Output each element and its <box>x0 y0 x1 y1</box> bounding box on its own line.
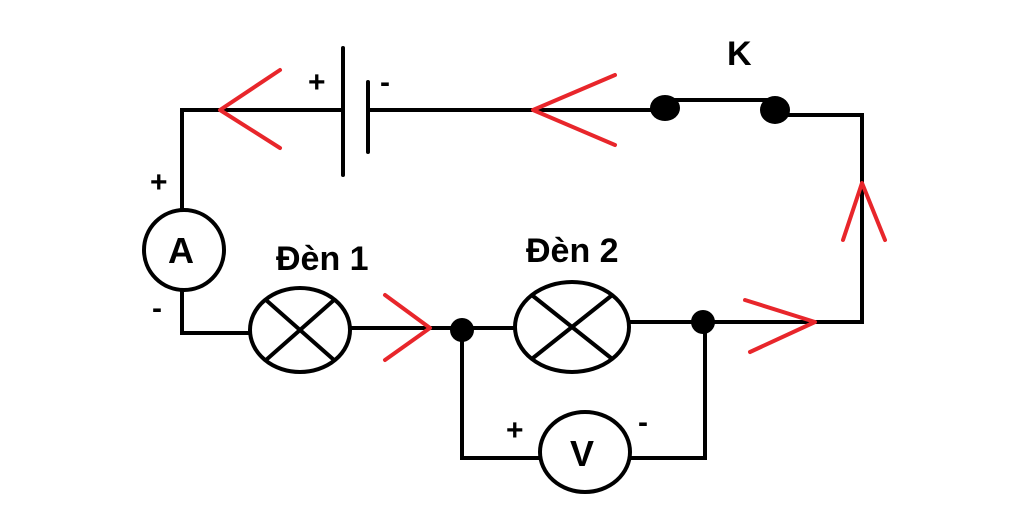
arrow-left-icon <box>218 68 282 150</box>
arrow-right-icon <box>383 293 432 362</box>
arrow-right-icon <box>743 298 817 354</box>
voltmeter-minus-label: - <box>638 406 648 439</box>
lamp-2: Đèn 2 <box>513 232 631 374</box>
arrow-left-icon <box>531 73 617 147</box>
switch-k[interactable]: K <box>650 35 790 124</box>
ammeter: A + - <box>142 166 226 325</box>
lamp-1: Đèn 1 <box>248 240 369 374</box>
ammeter-minus-label: - <box>152 292 162 325</box>
ammeter-label: A <box>168 230 194 271</box>
switch-label: K <box>727 35 752 73</box>
lamp-2-label: Đèn 2 <box>526 232 619 270</box>
battery: + - <box>308 46 390 177</box>
voltmeter-plus-label: + <box>506 414 524 447</box>
battery-plus-label: + <box>308 66 326 99</box>
arrow-up-icon <box>841 181 887 242</box>
junction-node-left <box>450 318 474 342</box>
battery-minus-label: - <box>380 66 390 99</box>
current-arrows <box>218 68 887 362</box>
ammeter-plus-label: + <box>150 166 168 199</box>
wires <box>180 98 864 460</box>
voltmeter-label: V <box>570 433 594 474</box>
voltmeter: V + - <box>506 406 648 494</box>
lamp-1-label: Đèn 1 <box>276 240 369 278</box>
junction-node-right <box>691 310 715 334</box>
